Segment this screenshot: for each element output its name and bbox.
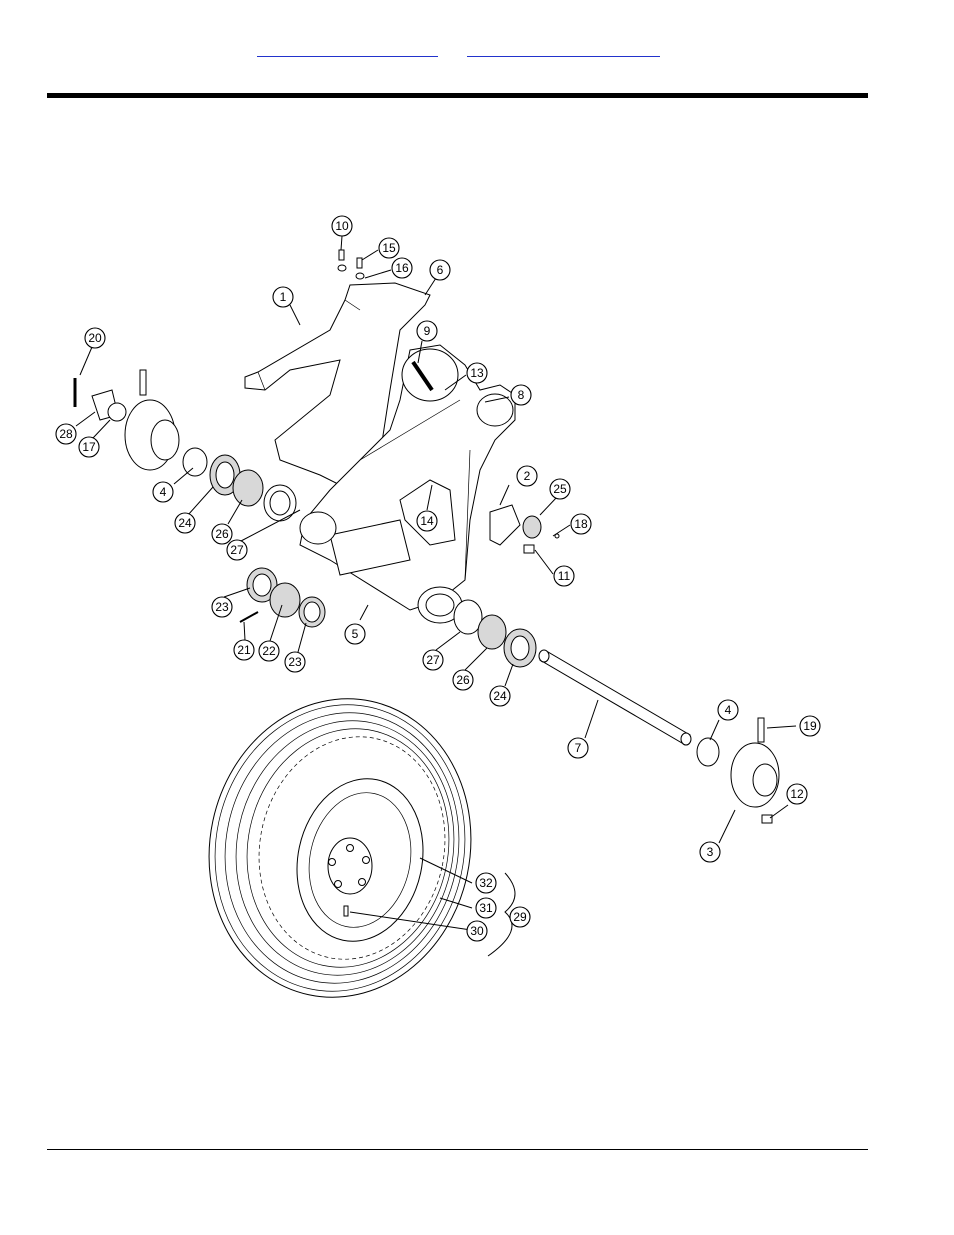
callout-16: 16	[391, 257, 413, 279]
header-rule	[47, 93, 868, 98]
callout-8: 8	[510, 384, 532, 406]
svg-text:26: 26	[456, 673, 470, 687]
callout-11: 11	[553, 565, 575, 587]
callout-19: 19	[799, 715, 821, 737]
svg-text:19: 19	[803, 719, 817, 733]
callout-7: 7	[567, 737, 589, 759]
svg-text:24: 24	[178, 516, 192, 530]
wheel-and-tire	[208, 698, 472, 998]
callout-1: 1	[272, 286, 294, 308]
header-link-1[interactable]	[257, 44, 438, 57]
svg-text:17: 17	[82, 440, 96, 454]
callout-3: 3	[699, 841, 721, 863]
svg-text:10: 10	[335, 219, 349, 233]
svg-text:5: 5	[352, 627, 359, 641]
callout-4-left: 4	[152, 481, 174, 503]
callout-24-right: 24	[489, 685, 511, 707]
svg-text:22: 22	[262, 644, 276, 658]
sprocket-assembly	[489, 504, 560, 554]
svg-text:13: 13	[470, 366, 484, 380]
svg-text:4: 4	[725, 703, 732, 717]
walking-beam-frame	[299, 344, 516, 624]
svg-text:1: 1	[280, 290, 287, 304]
svg-text:32: 32	[479, 876, 493, 890]
svg-text:20: 20	[88, 331, 102, 345]
svg-text:26: 26	[215, 527, 229, 541]
bolt-9-part	[411, 360, 434, 392]
svg-text:11: 11	[558, 569, 571, 583]
hub-left-part	[73, 369, 180, 471]
svg-text:24: 24	[493, 689, 507, 703]
callout-9: 9	[416, 320, 438, 342]
svg-text:27: 27	[230, 543, 244, 557]
callout-12: 12	[786, 783, 808, 805]
svg-text:18: 18	[574, 517, 588, 531]
bearing-stack-right	[453, 599, 537, 668]
top-bolts	[337, 249, 365, 280]
callout-26-right: 26	[452, 669, 474, 691]
brace-29	[487, 872, 516, 957]
callout-6: 6	[429, 259, 451, 281]
svg-text:15: 15	[382, 241, 396, 255]
callout-21: 21	[233, 639, 255, 661]
svg-text:8: 8	[518, 388, 525, 402]
callout-4-right: 4	[717, 699, 739, 721]
header-link-2[interactable]	[467, 44, 660, 57]
svg-text:21: 21	[237, 643, 251, 657]
axle-part	[538, 649, 692, 746]
callout-22: 22	[258, 640, 280, 662]
callout-23-lower: 23	[284, 651, 306, 673]
svg-text:29: 29	[513, 910, 527, 924]
callout-30: 30	[466, 920, 488, 942]
svg-text:30: 30	[470, 924, 484, 938]
callout-20: 20	[84, 327, 106, 349]
svg-text:3: 3	[707, 845, 714, 859]
callout-13: 13	[466, 362, 488, 384]
leader-lines	[75, 235, 797, 931]
callout-31: 31	[475, 897, 497, 919]
svg-text:27: 27	[426, 653, 440, 667]
svg-text:7: 7	[575, 741, 582, 755]
svg-text:16: 16	[395, 261, 409, 275]
svg-text:14: 14	[420, 514, 434, 528]
hub-right-part	[696, 717, 780, 824]
svg-text:6: 6	[437, 263, 444, 277]
svg-text:12: 12	[790, 787, 804, 801]
callout-5: 5	[344, 623, 366, 645]
callout-29: 29	[509, 906, 531, 928]
svg-text:28: 28	[59, 427, 73, 441]
svg-text:9: 9	[424, 324, 431, 338]
callout-15: 15	[378, 237, 400, 259]
callout-25: 25	[549, 478, 571, 500]
callout-28: 28	[55, 423, 77, 445]
callout-24-left: 24	[174, 512, 196, 534]
svg-text:25: 25	[553, 482, 567, 496]
callout-23-upper: 23	[211, 596, 233, 618]
callout-10: 10	[331, 215, 353, 237]
svg-text:4: 4	[160, 485, 167, 499]
svg-text:23: 23	[288, 655, 302, 669]
callout-18: 18	[570, 513, 592, 535]
svg-text:31: 31	[479, 901, 493, 915]
callout-17: 17	[78, 436, 100, 458]
callout-27-right: 27	[422, 649, 444, 671]
svg-text:23: 23	[215, 600, 229, 614]
callout-14: 14	[416, 510, 438, 532]
callout-2: 2	[516, 465, 538, 487]
footer-rule	[47, 1149, 868, 1150]
bearing-stack-left	[182, 447, 297, 522]
pivot-bearings	[239, 567, 326, 628]
svg-text:2: 2	[524, 469, 531, 483]
callout-32: 32	[475, 872, 497, 894]
callout-27-left: 27	[226, 539, 248, 561]
callout-26-left: 26	[211, 523, 233, 545]
